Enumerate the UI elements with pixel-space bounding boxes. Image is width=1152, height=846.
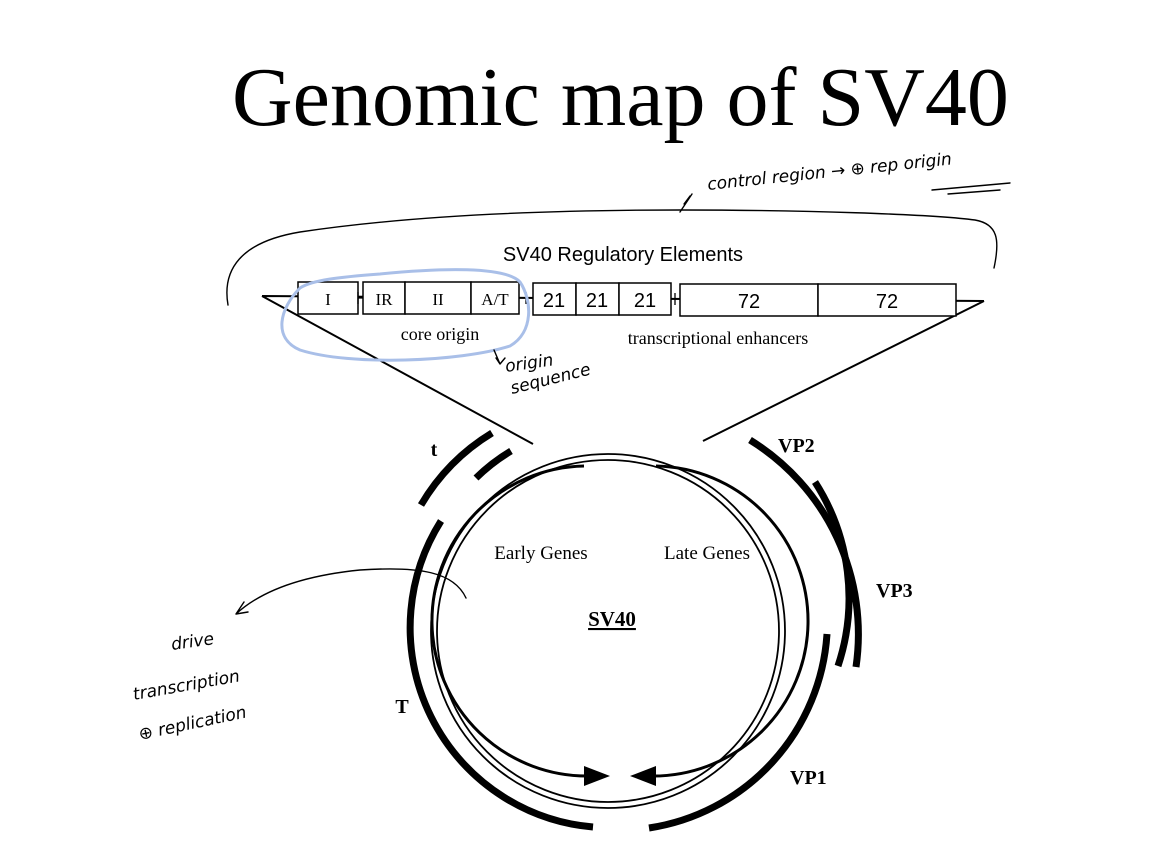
- late-transcript-arrow: [649, 464, 810, 778]
- box-label-II: II: [432, 290, 444, 309]
- gene-label-VP2: VP2: [778, 435, 815, 457]
- box-label-21a: 21: [543, 290, 565, 312]
- inner-genome-circle: [436, 459, 780, 803]
- box-label-IR: IR: [376, 290, 394, 309]
- box-II: [404, 281, 472, 315]
- control-region-annotation: control region → ⊕ rep origin: [706, 149, 952, 195]
- early-genes-label: Early Genes: [494, 543, 587, 564]
- drive-line3: ⊕ replication: [137, 703, 248, 745]
- gene-bar-t-inner: [473, 447, 513, 481]
- drive-line1: drive: [170, 629, 215, 655]
- box-label-21c: 21: [634, 290, 656, 312]
- gene-bar-VP1: [648, 633, 831, 832]
- late-genes-label: Late Genes: [664, 543, 750, 564]
- box-label-AT: A/T: [481, 290, 509, 309]
- regulatory-element-boxes: [297, 281, 957, 317]
- gene-bar-t-outer: [417, 430, 494, 507]
- early-transcript-arrow: [430, 464, 591, 778]
- gene-bars: [406, 430, 862, 832]
- box-21b: [575, 282, 620, 316]
- control-underline: [931, 182, 1011, 195]
- gene-label-VP1: VP1: [790, 767, 827, 789]
- early-arrowhead: [584, 766, 610, 786]
- page-title: Genomic map of SV40: [232, 51, 1009, 144]
- control-region-bracket: [226, 209, 998, 306]
- control-region-pointer: [679, 193, 693, 213]
- regulatory-header: SV40 Regulatory Elements: [503, 244, 743, 266]
- box-IR: [362, 281, 406, 315]
- gene-label-t: t: [431, 439, 438, 461]
- core-origin-highlight: [280, 268, 531, 362]
- box-label-21b: 21: [586, 290, 608, 312]
- gene-bar-VP3: [812, 480, 853, 668]
- box-72b: [817, 283, 957, 317]
- drive-annotation-arrow: [235, 568, 467, 615]
- core-origin-label: core origin: [401, 324, 479, 344]
- box-I: [297, 281, 359, 315]
- genome-center-label: SV40: [588, 607, 636, 631]
- box-label-72a: 72: [738, 291, 760, 313]
- box-AT: [470, 281, 520, 315]
- box-label-I: I: [325, 290, 331, 309]
- drive-line2: transcription: [131, 666, 241, 704]
- expansion-lines: [261, 295, 985, 445]
- gene-label-T: T: [395, 696, 409, 718]
- box-label-72b: 72: [876, 291, 898, 313]
- late-arrowhead: [630, 766, 656, 786]
- gene-bar-T: [406, 519, 594, 831]
- gene-label-VP3: VP3: [876, 580, 913, 602]
- enhancer-label: transcriptional enhancers: [628, 328, 808, 348]
- origin-sequence-arrow: [493, 349, 506, 365]
